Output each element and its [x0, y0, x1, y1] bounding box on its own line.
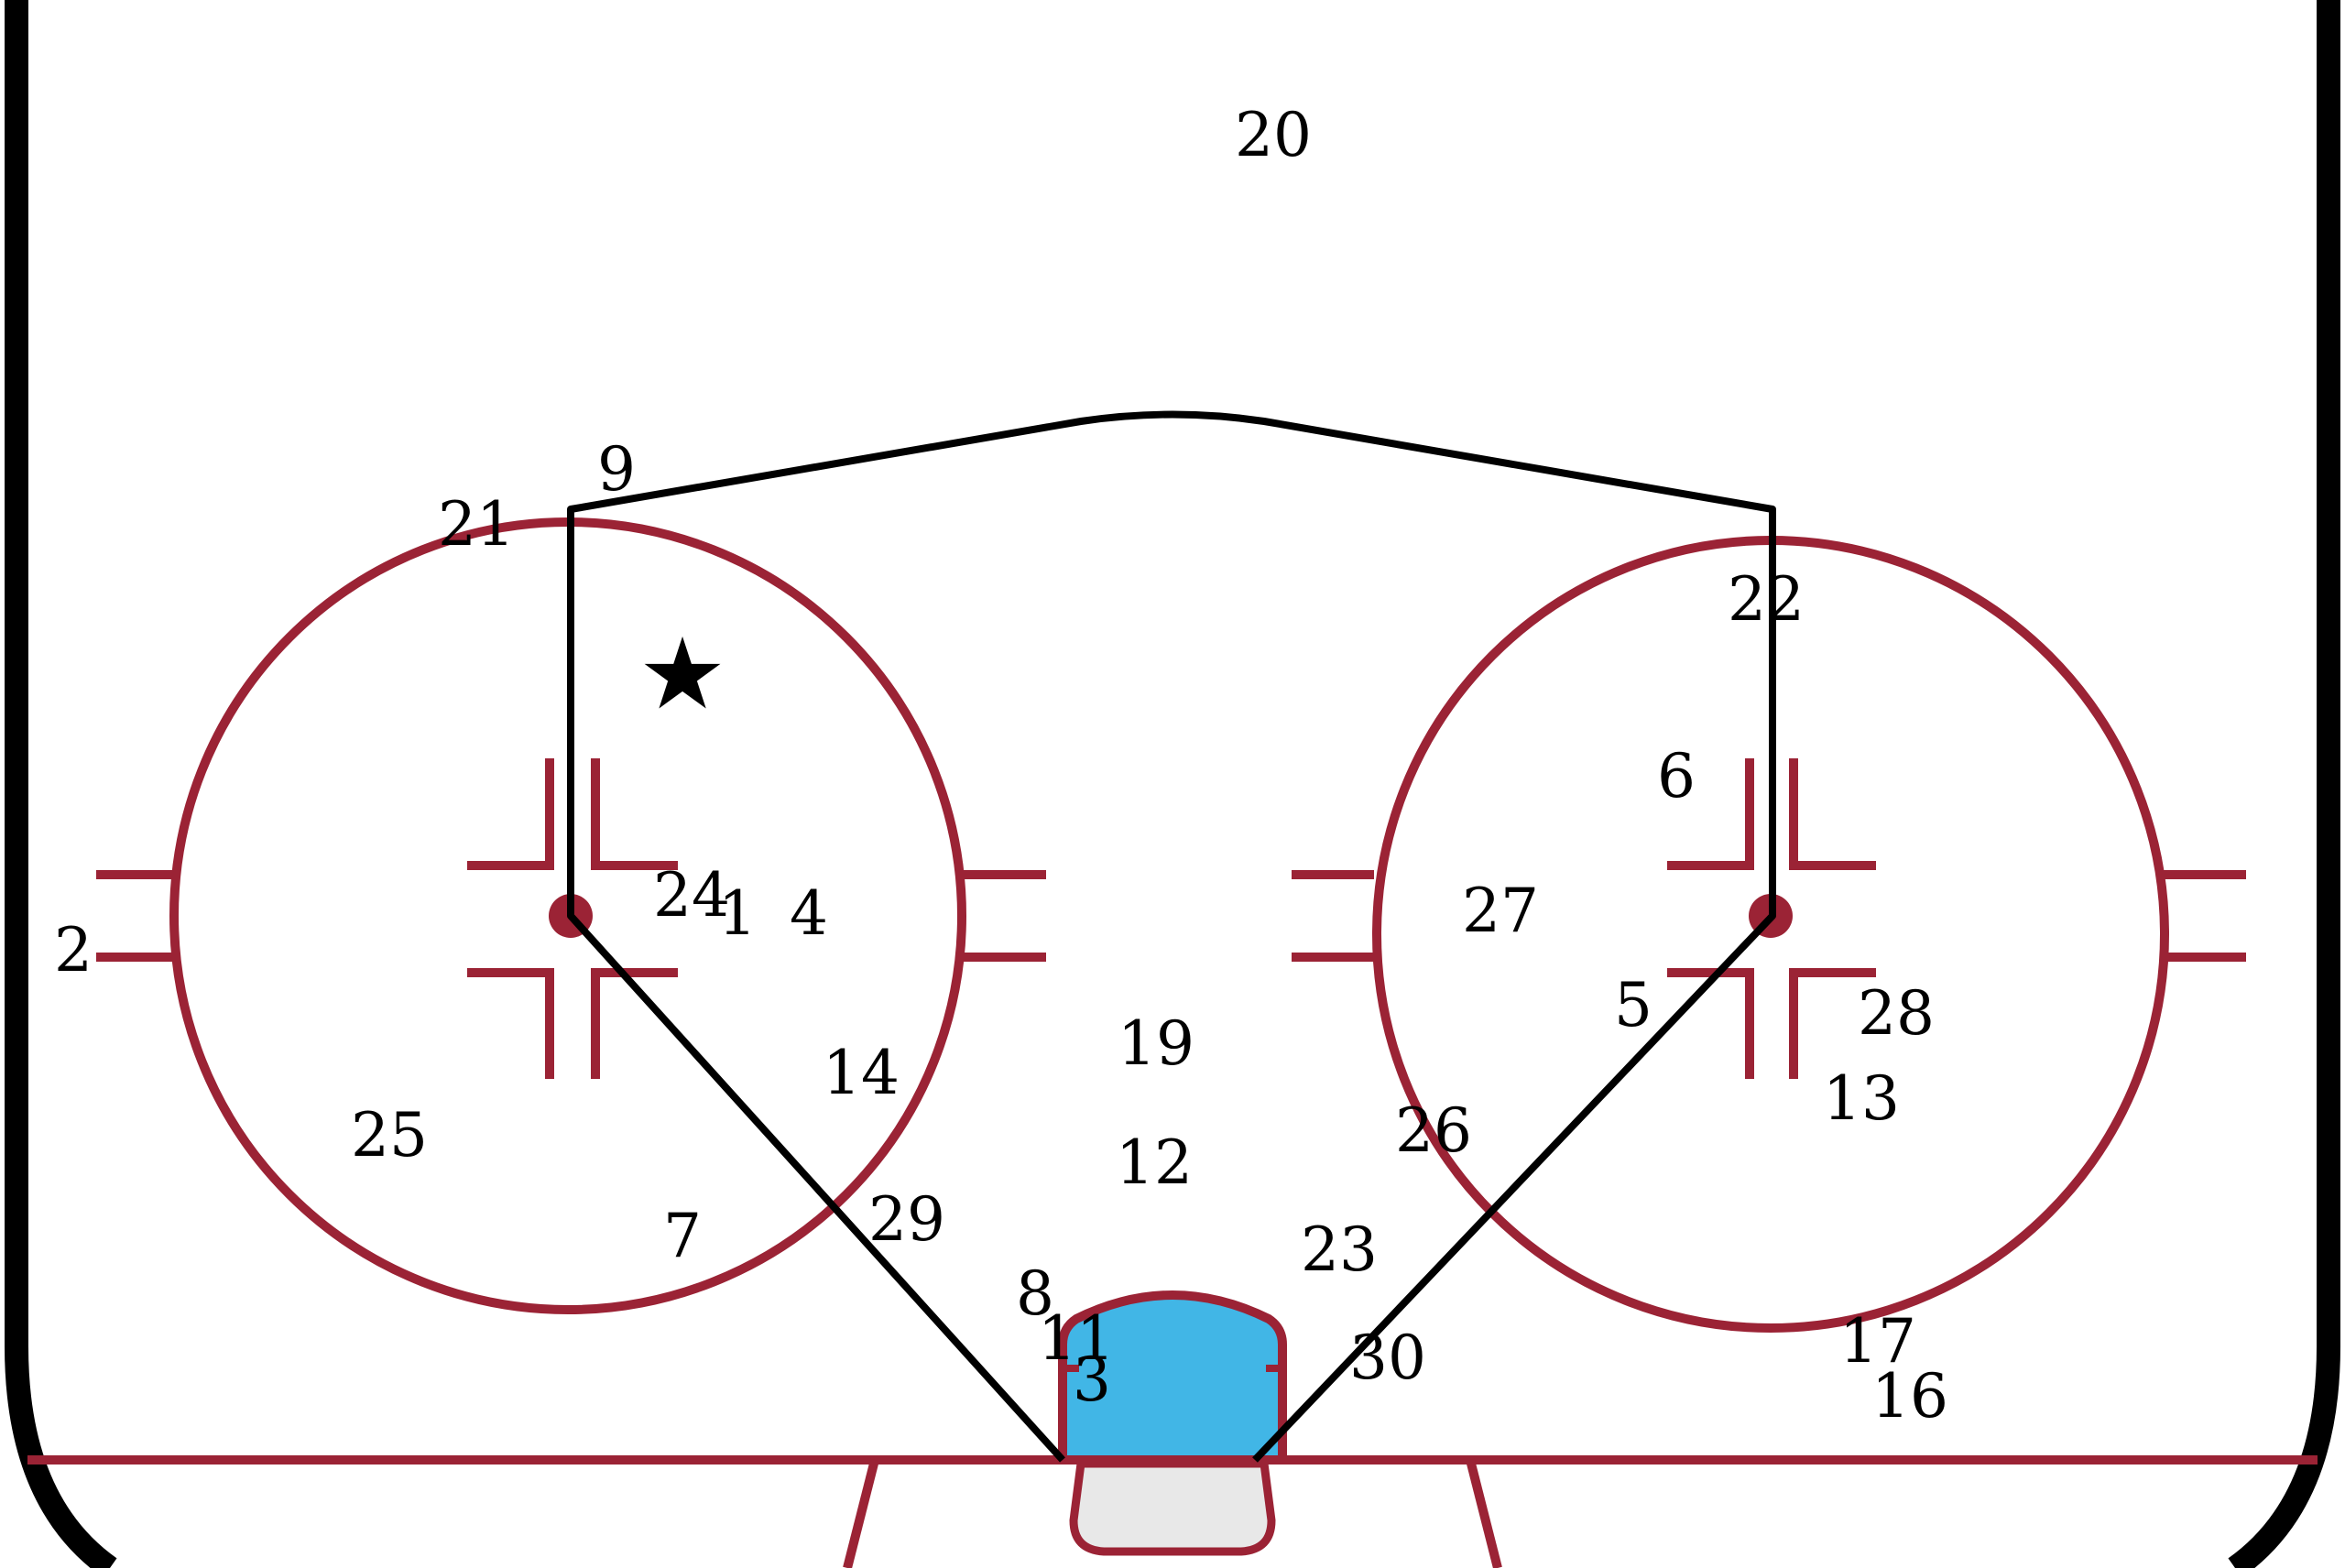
position-label: 20	[1235, 100, 1312, 170]
position-label: 23	[1301, 1214, 1378, 1285]
position-label: 5	[1614, 970, 1652, 1040]
position-label: 3	[1073, 1345, 1111, 1415]
goal-crease	[1058, 1290, 1287, 1465]
position-label: 12	[1116, 1127, 1193, 1198]
trapezoid-line-right	[1466, 1458, 1502, 1568]
rink-boards	[5, 0, 2340, 1568]
position-label: 21	[438, 489, 515, 560]
position-label: 25	[351, 1100, 428, 1171]
position-label: 9	[597, 434, 636, 505]
position-labels: 1 2 3 4 5 6 7 8 9 11 12 13 14 16 17 19 2…	[54, 100, 1948, 1432]
position-label: 1	[718, 878, 757, 949]
position-label: 30	[1349, 1323, 1426, 1393]
position-label: 4	[790, 878, 828, 949]
position-label: 22	[1728, 564, 1805, 635]
position-label: 14	[823, 1038, 900, 1108]
goal-net	[1069, 1459, 1276, 1556]
position-label: 16	[1871, 1361, 1948, 1432]
position-label: 29	[868, 1184, 945, 1255]
position-label: 7	[663, 1201, 702, 1271]
position-label: 19	[1118, 1008, 1194, 1079]
position-label: 17	[1839, 1306, 1916, 1377]
position-label: 8	[1016, 1258, 1054, 1329]
position-label: 26	[1395, 1095, 1472, 1166]
position-label: 11	[1038, 1303, 1115, 1374]
position-label: 2	[54, 915, 93, 985]
scoring-zone-outline	[567, 410, 1776, 1463]
position-label: 6	[1657, 741, 1696, 811]
faceoff-circle-right	[1292, 536, 2246, 1333]
position-label: 13	[1823, 1063, 1900, 1134]
position-label: 28	[1858, 978, 1935, 1049]
position-label: 27	[1462, 876, 1539, 946]
position-label: 24	[653, 860, 730, 931]
trapezoid-line-left	[843, 1458, 879, 1568]
star-icon: ★	[638, 617, 727, 732]
